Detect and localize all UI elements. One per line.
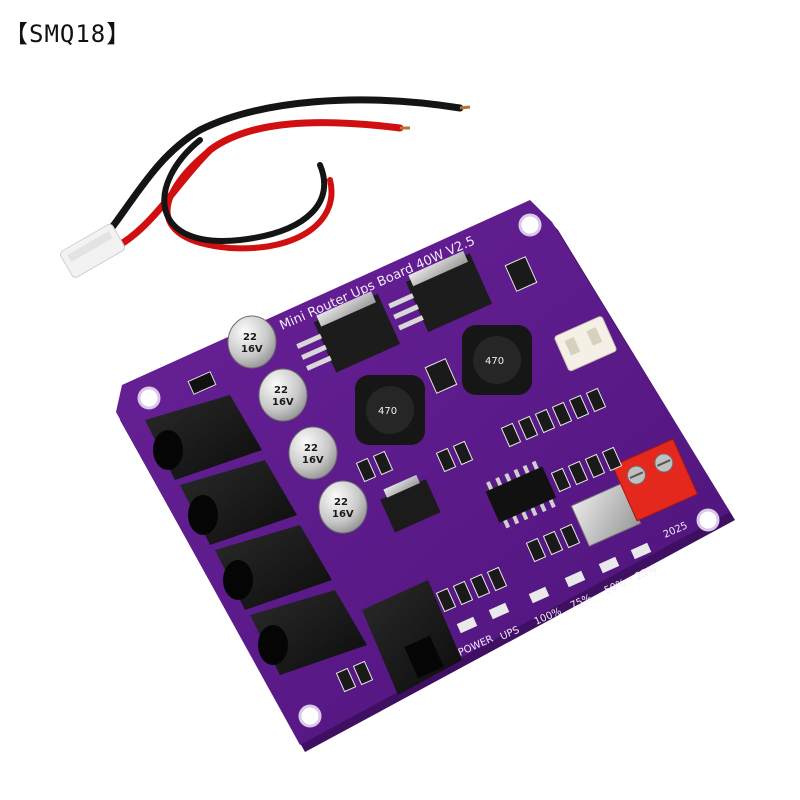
svg-text:16V: 16V [272, 397, 294, 408]
capacitor-icon: 22 16V [227, 315, 277, 369]
mounting-hole [518, 213, 542, 237]
capacitor-icon: 22 16V [288, 426, 338, 480]
black-wire [91, 96, 464, 252]
led-25 [630, 542, 652, 560]
mosfet-package [296, 291, 401, 373]
svg-text:22: 22 [243, 332, 257, 343]
svg-text:22: 22 [334, 497, 348, 508]
capacitor-icon: 22 16V [318, 480, 368, 534]
svg-text:22: 22 [274, 385, 288, 396]
svg-text:470: 470 [378, 406, 397, 417]
inductor-coil-icon: 470 [462, 325, 532, 395]
ups-pcb-board: Mini Router Ups Board 40W V2.5 2025 [116, 200, 735, 752]
screw-terminal-icon [611, 438, 699, 522]
led-power [456, 616, 478, 634]
led-50 [598, 556, 620, 574]
led-100 [528, 586, 550, 604]
led-75 [564, 570, 586, 588]
battery-cable [59, 96, 471, 278]
inductor-coil-icon: 470 [355, 375, 425, 445]
smd-resistor-row [335, 256, 623, 693]
svg-text:16V: 16V [332, 509, 354, 520]
mounting-hole [298, 704, 322, 728]
dc-barrel-jack-icon [145, 395, 262, 480]
mounting-hole [696, 508, 720, 532]
small-chip-icon [187, 371, 217, 395]
svg-text:22: 22 [304, 443, 318, 454]
svg-text:470: 470 [485, 356, 504, 367]
led-ups [488, 602, 510, 620]
red-wire [96, 119, 404, 259]
transistor-icon [380, 474, 441, 533]
dc-barrel-jack-icon [180, 460, 297, 545]
mosfet-package [388, 250, 493, 333]
product-tag: 【SMQ18】 [4, 20, 132, 48]
dc-barrel-jack-icon [362, 580, 462, 695]
jst-connector-icon [59, 223, 126, 278]
capacitor-icon: 22 16V [258, 368, 308, 422]
ic-chip-icon [485, 460, 557, 529]
status-leds [456, 542, 652, 634]
board-connector-icon [554, 316, 617, 372]
svg-text:16V: 16V [241, 344, 263, 355]
dc-barrel-jack-icon [215, 525, 332, 610]
svg-text:16V: 16V [302, 455, 324, 466]
mounting-hole [137, 386, 161, 410]
dc-barrel-jack-icon [250, 590, 367, 675]
